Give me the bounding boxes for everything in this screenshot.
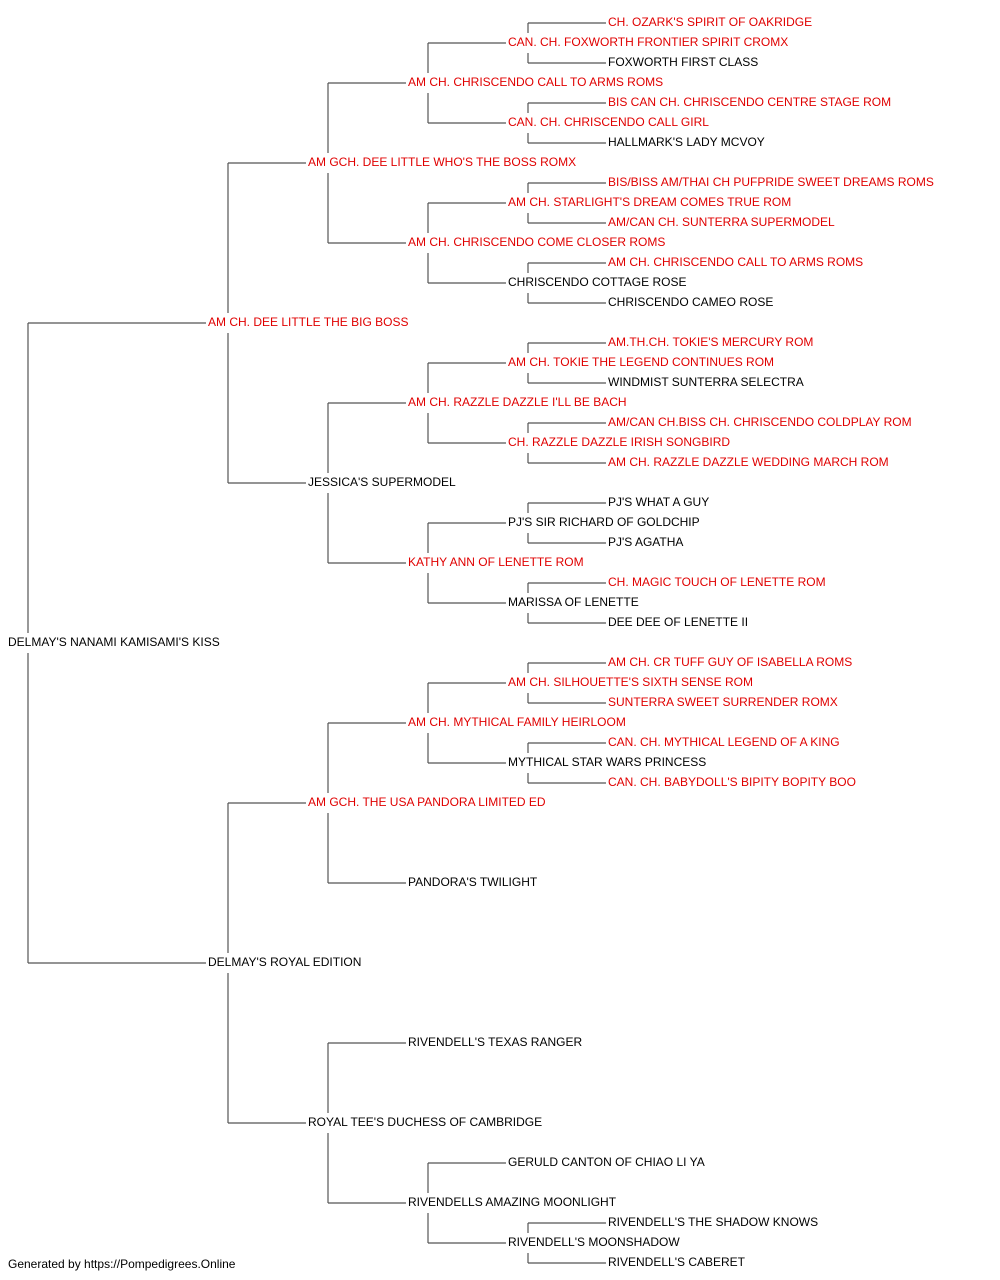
sire-ancestor-name: BIS CAN CH. CHRISCENDO CENTRE STAGE ROM bbox=[608, 95, 891, 109]
dam-ancestor-name: FOXWORTH FIRST CLASS bbox=[608, 55, 758, 69]
dam-ancestor-name: CAN. CH. BABYDOLL'S BIPITY BOPITY BOO bbox=[608, 775, 856, 789]
footer-credit: Generated by https://Pompedigrees.Online bbox=[8, 1257, 236, 1271]
sire-ancestor-name: AM CH. CHRISCENDO CALL TO ARMS ROMS bbox=[608, 255, 863, 269]
sire-ancestor-name: AM CH. SILHOUETTE'S SIXTH SENSE ROM bbox=[508, 675, 753, 689]
dam-ancestor-name: AM CH. RAZZLE DAZZLE WEDDING MARCH ROM bbox=[608, 455, 889, 469]
sire-ancestor-name: AM CH. MYTHICAL FAMILY HEIRLOOM bbox=[408, 715, 626, 729]
dam-ancestor-name: DEE DEE OF LENETTE II bbox=[608, 615, 748, 629]
dam-ancestor-name: HALLMARK'S LADY MCVOY bbox=[608, 135, 765, 149]
dam-ancestor-name: KATHY ANN OF LENETTE ROM bbox=[408, 555, 584, 569]
sire-ancestor-name: PJ'S SIR RICHARD OF GOLDCHIP bbox=[508, 515, 700, 529]
sire-ancestor-name: CAN. CH. MYTHICAL LEGEND OF A KING bbox=[608, 735, 840, 749]
sire-ancestor-name: BIS/BISS AM/THAI CH PUFPRIDE SWEET DREAM… bbox=[608, 175, 934, 189]
dam-ancestor-name: CHRISCENDO COTTAGE ROSE bbox=[508, 275, 686, 289]
sire-ancestor-name: AM CH. CR TUFF GUY OF ISABELLA ROMS bbox=[608, 655, 852, 669]
dam-ancestor-name: CH. RAZZLE DAZZLE IRISH SONGBIRD bbox=[508, 435, 730, 449]
dam-ancestor-name: CHRISCENDO CAMEO ROSE bbox=[608, 295, 773, 309]
sire-ancestor-name: AM GCH. DEE LITTLE WHO'S THE BOSS ROMX bbox=[308, 155, 576, 169]
sire-ancestor-name: CH. OZARK'S SPIRIT OF OAKRIDGE bbox=[608, 15, 812, 29]
dam-ancestor-name: RIVENDELL'S MOONSHADOW bbox=[508, 1235, 680, 1249]
dam-ancestor-name: AM CH. CHRISCENDO COME CLOSER ROMS bbox=[408, 235, 665, 249]
dam-ancestor-name: PANDORA'S TWILIGHT bbox=[408, 875, 538, 889]
connector-lines bbox=[27, 22, 606, 1264]
dam-ancestor-name: ROYAL TEE'S DUCHESS OF CAMBRIDGE bbox=[308, 1115, 542, 1129]
dam-ancestor-name: AM/CAN CH. SUNTERRA SUPERMODEL bbox=[608, 215, 835, 229]
dam-ancestor-name: PJ'S AGATHA bbox=[608, 535, 683, 549]
sire-ancestor-name: RIVENDELL'S THE SHADOW KNOWS bbox=[608, 1215, 818, 1229]
dam-ancestor-name: WINDMIST SUNTERRA SELECTRA bbox=[608, 375, 804, 389]
sire-ancestor-name: AM CH. DEE LITTLE THE BIG BOSS bbox=[208, 315, 409, 329]
sire-ancestor-name: AM GCH. THE USA PANDORA LIMITED ED bbox=[308, 795, 546, 809]
sire-ancestor-name: PJ'S WHAT A GUY bbox=[608, 495, 709, 509]
sire-ancestor-name: AM.TH.CH. TOKIE'S MERCURY ROM bbox=[608, 335, 813, 349]
sire-ancestor-name: AM CH. TOKIE THE LEGEND CONTINUES ROM bbox=[508, 355, 774, 369]
dam-ancestor-name: RIVENDELLS AMAZING MOONLIGHT bbox=[408, 1195, 617, 1209]
subject-ancestor-name: DELMAY'S NANAMI KAMISAMI'S KISS bbox=[8, 635, 220, 649]
sire-ancestor-name: AM CH. STARLIGHT'S DREAM COMES TRUE ROM bbox=[508, 195, 791, 209]
sire-ancestor-name: AM CH. CHRISCENDO CALL TO ARMS ROMS bbox=[408, 75, 663, 89]
dam-ancestor-name: JESSICA'S SUPERMODEL bbox=[308, 475, 456, 489]
dam-ancestor-name: SUNTERRA SWEET SURRENDER ROMX bbox=[608, 695, 838, 709]
sire-ancestor-name: GERULD CANTON OF CHIAO LI YA bbox=[508, 1155, 705, 1169]
dam-ancestor-name: CAN. CH. CHRISCENDO CALL GIRL bbox=[508, 115, 709, 129]
dam-ancestor-name: MARISSA OF LENETTE bbox=[508, 595, 639, 609]
ancestor-labels: DELMAY'S NANAMI KAMISAMI'S KISS AM CH. DE… bbox=[8, 15, 934, 1269]
sire-ancestor-name: AM/CAN CH.BISS CH. CHRISCENDO COLDPLAY R… bbox=[608, 415, 912, 429]
dam-ancestor-name: DELMAY'S ROYAL EDITION bbox=[208, 955, 361, 969]
sire-ancestor-name: CAN. CH. FOXWORTH FRONTIER SPIRIT CROMX bbox=[508, 35, 788, 49]
dam-ancestor-name: RIVENDELL'S CABERET bbox=[608, 1255, 746, 1269]
sire-ancestor-name: AM CH. RAZZLE DAZZLE I'LL BE BACH bbox=[408, 395, 627, 409]
sire-ancestor-name: RIVENDELL'S TEXAS RANGER bbox=[408, 1035, 582, 1049]
dam-ancestor-name: MYTHICAL STAR WARS PRINCESS bbox=[508, 755, 706, 769]
sire-ancestor-name: CH. MAGIC TOUCH OF LENETTE ROM bbox=[608, 575, 826, 589]
